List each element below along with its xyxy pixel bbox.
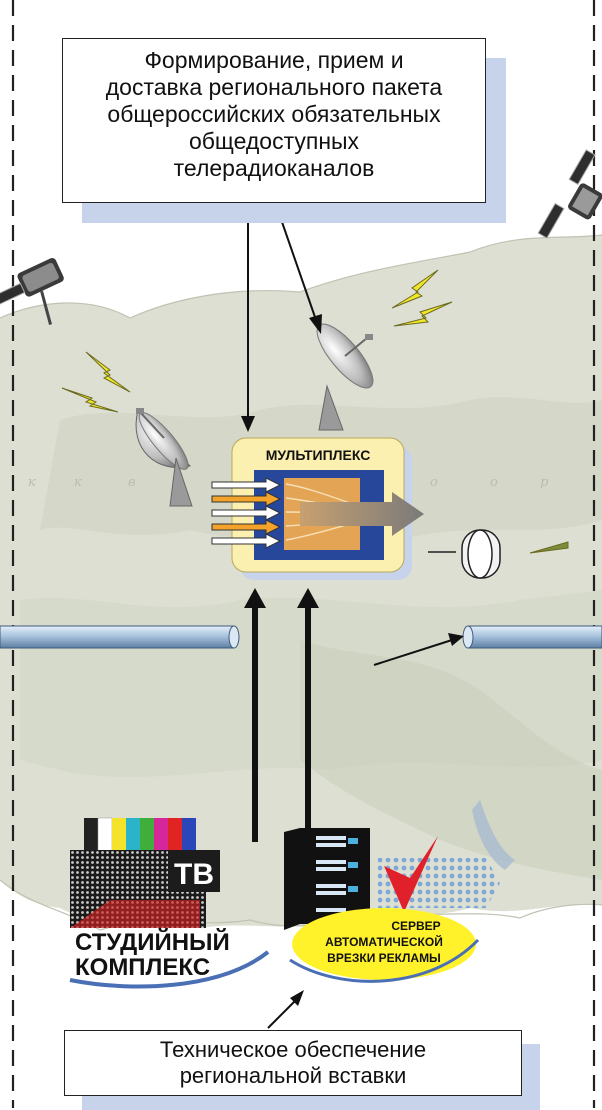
modulator-icon	[428, 529, 501, 579]
top-box-line-2: доставка регионального пакета	[105, 74, 443, 100]
connector-arrows	[241, 221, 464, 666]
studio-label-line1: СТУДИЙНЫЙ	[75, 928, 230, 956]
svg-text:к: к	[28, 475, 36, 490]
svg-text:в: в	[128, 475, 136, 490]
ad-server-line1: СЕРВЕР	[391, 919, 440, 933]
studio-complex: ТВ СТУДИЙНЫЙ КОМПЛЕКС	[69, 817, 270, 989]
top-callout-box: Формирование, прием и доставка региональ…	[62, 38, 486, 203]
bottom-connector-arrow	[267, 990, 304, 1029]
multiplex-label: МУЛЬТИПЛЕКС	[266, 447, 371, 463]
multiplex-block: МУЛЬТИПЛЕКС	[211, 437, 424, 580]
satellite-icon	[537, 149, 602, 239]
bottom-box-line-1: Техническое обеспечение	[159, 1037, 427, 1062]
dish-antenna-icon	[135, 408, 193, 507]
studio-label-line2: КОМПЛЕКС	[75, 954, 210, 981]
top-box-line-1: Формирование, прием и	[144, 47, 404, 73]
top-box-line-4: общедоступных	[188, 128, 360, 154]
satellite-icon	[0, 257, 64, 325]
ad-server-line3: ВРЕЗКИ РЕКЛАМЫ	[327, 951, 441, 965]
bottom-box-line-2: региональной вставки	[179, 1063, 407, 1088]
ad-server: СЕРВЕР АВТОМАТИЧЕСКОЙ ВРЕЗКИ РЕКЛАМЫ	[284, 828, 500, 983]
svg-text:р: р	[540, 475, 549, 490]
studio-logo-text: ТВ	[174, 858, 214, 891]
svg-text:о: о	[490, 475, 498, 490]
server-rack-icon	[284, 828, 370, 930]
ad-server-line2: АВТОМАТИЧЕСКОЙ	[325, 934, 443, 949]
left-cable-pipe	[0, 625, 240, 649]
right-cable-pipe	[462, 625, 602, 649]
tv-test-pattern-icon: ТВ	[70, 817, 220, 928]
red-tick-icon	[384, 836, 438, 912]
top-box-line-5: телерадиоканалов	[173, 155, 375, 181]
top-box-line-3: общероссийских обязательных	[107, 101, 441, 127]
bottom-callout-box: Техническое обеспечение региональной вст…	[64, 1030, 522, 1096]
lightning-icon	[61, 269, 569, 554]
svg-text:о: о	[430, 475, 438, 490]
upward-feed-arrows	[244, 588, 319, 842]
svg-text:к: к	[74, 475, 82, 490]
dish-antenna-icon	[316, 323, 374, 431]
